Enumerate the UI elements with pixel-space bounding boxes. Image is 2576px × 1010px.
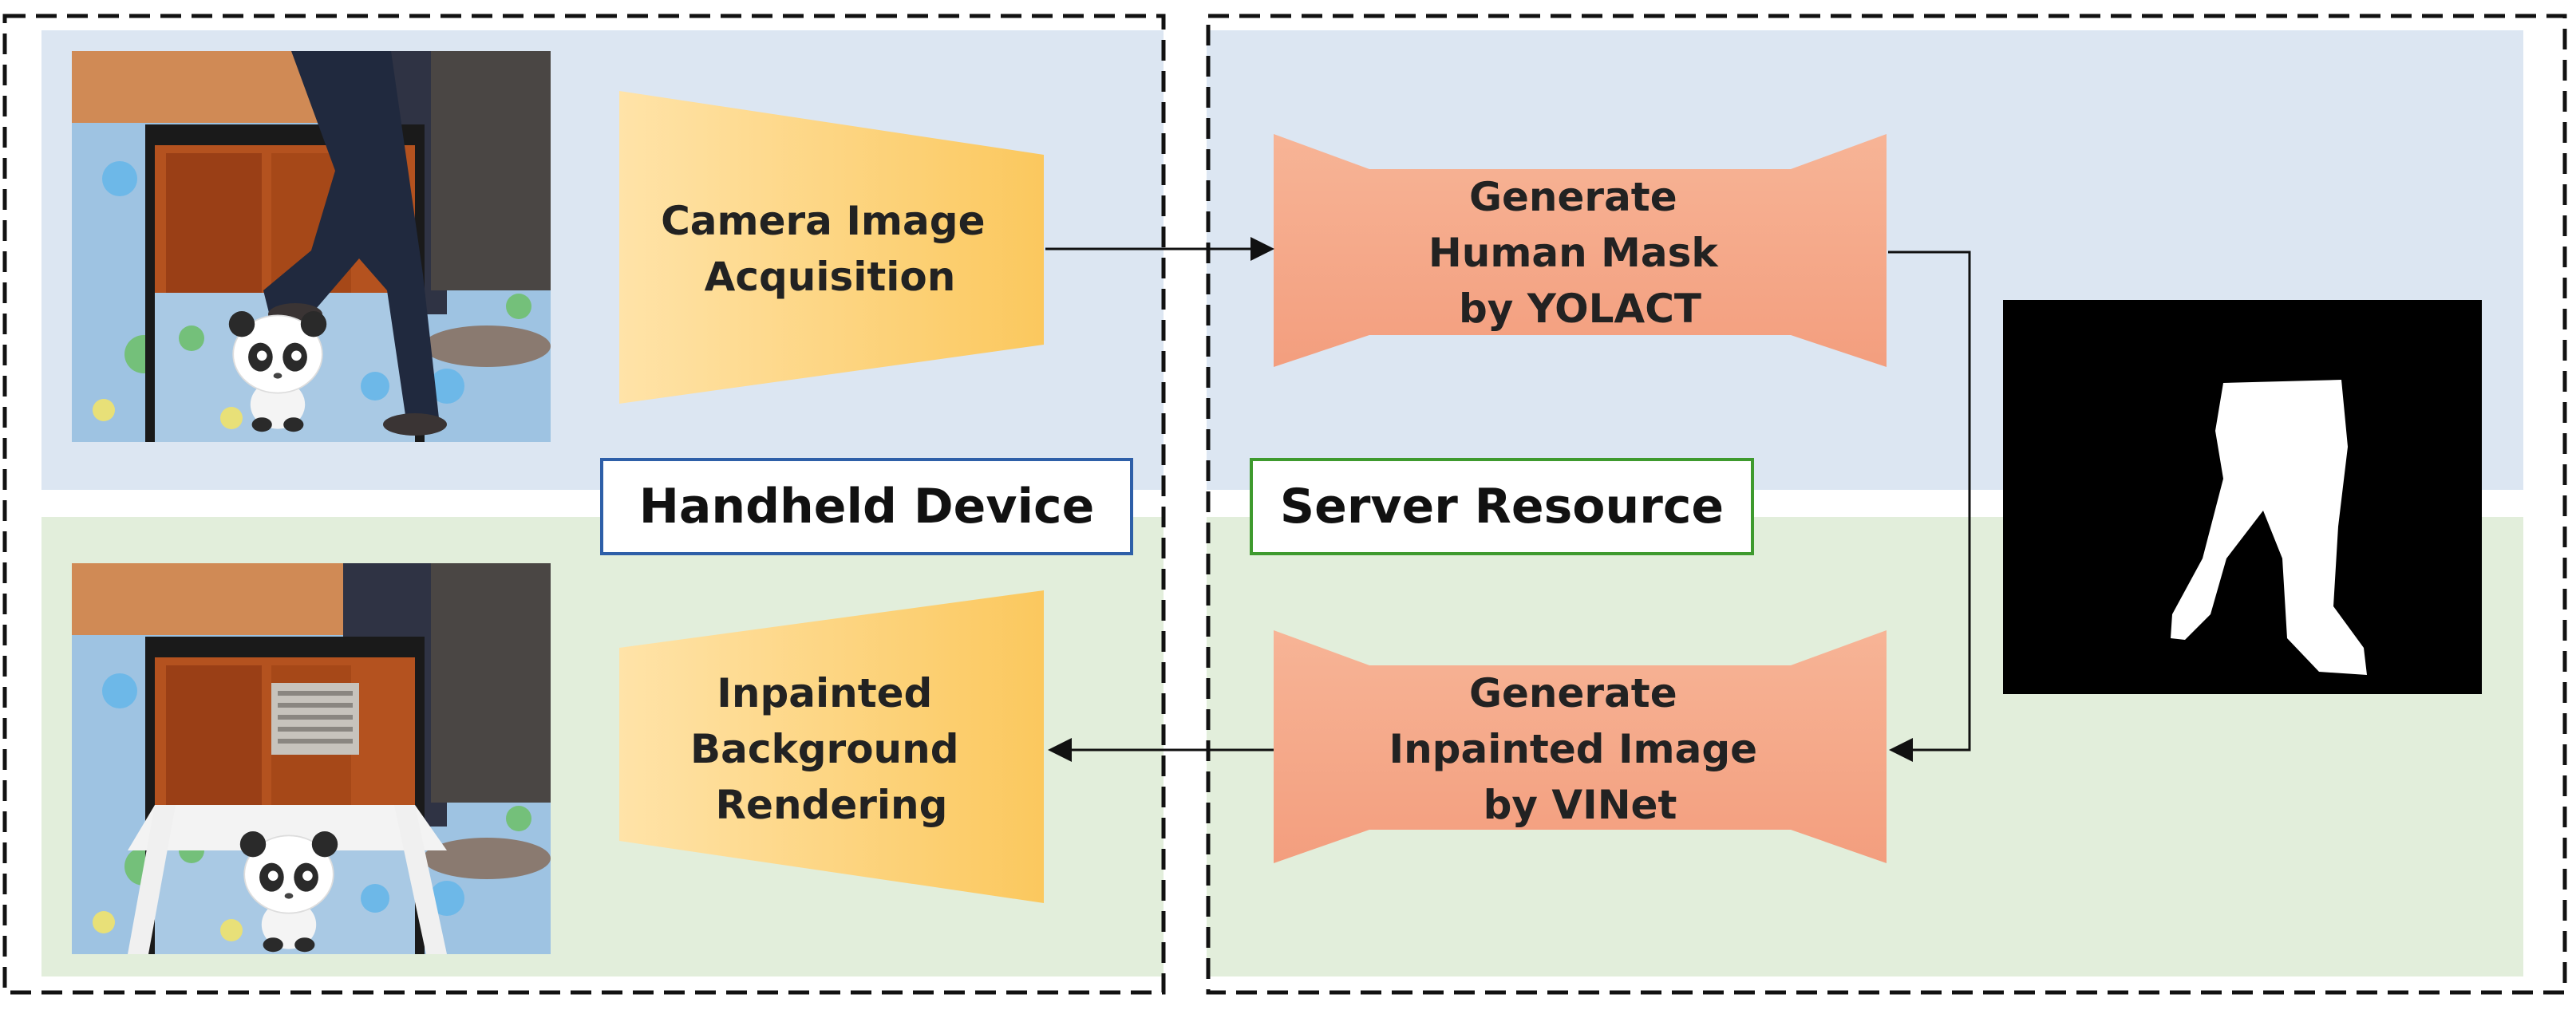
human-mask-label: Generate Human Mask by YOLACT (1428, 174, 1732, 332)
background-rendering-label: Inpainted Background Rendering (690, 670, 973, 828)
inpainted-render-photo (72, 563, 551, 954)
camera-acquisition-label: Camera Image Acquisition (661, 198, 999, 300)
background-rendering-line-1: Inpainted (717, 670, 932, 716)
human-mask-line-2: Human Mask (1428, 230, 1720, 276)
server-resource-label: Server Resource (1250, 458, 1754, 555)
human-mask-image (2003, 300, 2482, 694)
background-rendering-line-2: Background (690, 726, 959, 772)
handheld-device-label: Handheld Device (600, 458, 1133, 555)
background-rendering-block (619, 590, 1044, 903)
background-rendering-line-3: Rendering (716, 782, 948, 828)
human-mask-line-1: Generate (1469, 174, 1677, 220)
human-mask-line-3: by YOLACT (1459, 286, 1701, 332)
inpaint-line-3: by VINet (1484, 782, 1677, 828)
camera-acquisition-block (619, 91, 1044, 404)
server-resource-region (1206, 14, 2567, 995)
arrow-mask-to-inpaint (1888, 251, 1971, 762)
inpaint-label: Generate Inpainted Image by VINet (1389, 670, 1771, 828)
camera-acquisition-line-2: Acquisition (705, 254, 956, 300)
camera-acquisition-line-1: Camera Image (661, 198, 985, 244)
handheld-device-region (2, 14, 1166, 995)
inpaint-line-2: Inpainted Image (1389, 726, 1757, 772)
inpaint-block (1274, 630, 1887, 863)
camera-image-photo (72, 51, 551, 442)
inpaint-line-1: Generate (1469, 670, 1677, 716)
human-mask-block (1274, 134, 1887, 367)
